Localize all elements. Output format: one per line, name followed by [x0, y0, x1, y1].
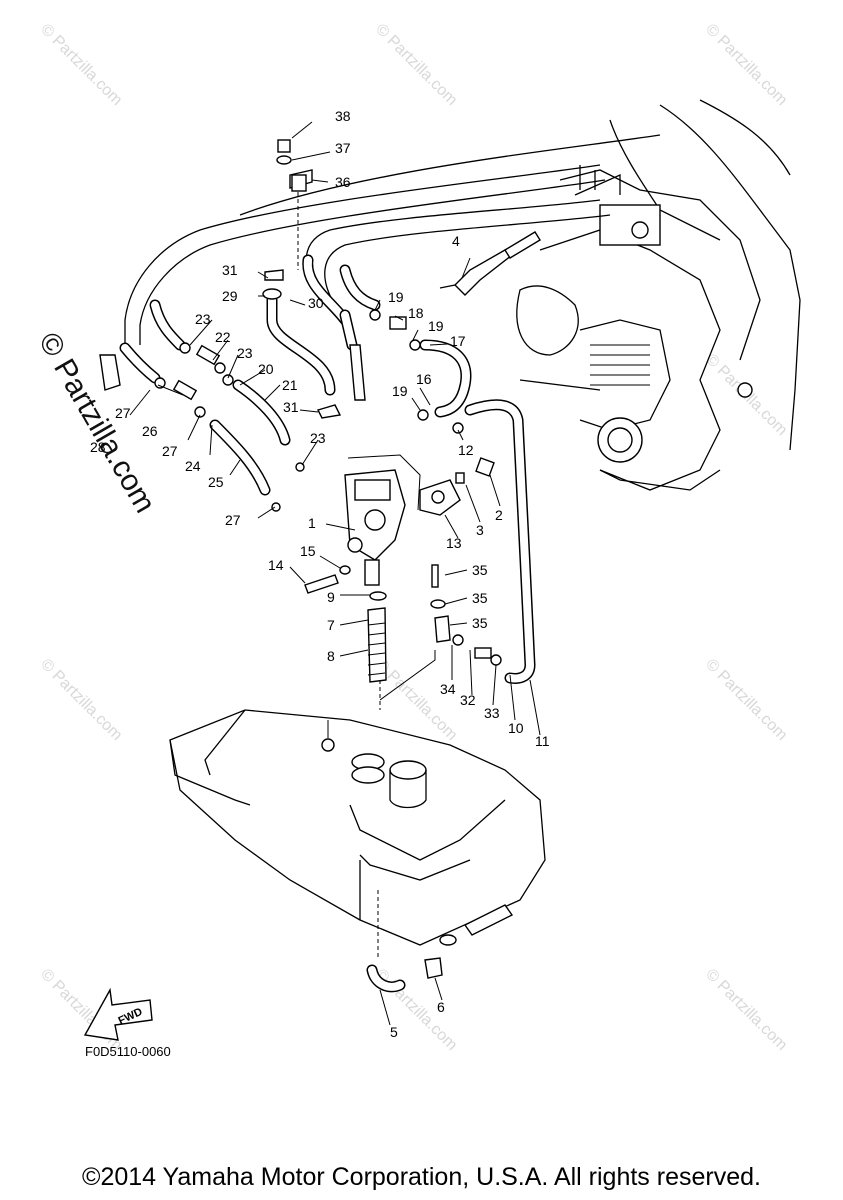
label-23: 23 — [195, 311, 211, 327]
fittings-32-35 — [430, 564, 502, 666]
label-26: 26 — [142, 423, 158, 439]
label-7: 7 — [327, 617, 335, 633]
label-23: 23 — [237, 345, 253, 361]
leader-lines — [129, 121, 541, 1026]
label-8: 8 — [327, 648, 335, 664]
label-29: 29 — [222, 288, 238, 304]
label-36: 36 — [335, 174, 351, 190]
label-27: 27 — [115, 405, 131, 421]
label-18: 18 — [408, 305, 424, 321]
engine-block — [516, 99, 801, 491]
watermark: © Partzilla.com — [702, 21, 790, 109]
label-11: 11 — [535, 733, 550, 749]
label-35: 33 — [484, 705, 500, 721]
label-19: 19 — [428, 318, 444, 334]
figure-code: F0D5110-0060 — [85, 1044, 171, 1059]
copyright-notice: ©2014 Yamaha Motor Corporation, U.S.A. A… — [82, 1163, 761, 1191]
label-22: 22 — [215, 329, 231, 345]
bolt-14 — [304, 574, 339, 594]
label-10: 10 — [508, 720, 524, 736]
label-24: 24 — [185, 458, 201, 474]
label-3: 3 — [476, 522, 484, 538]
label-28: 28 — [90, 439, 106, 455]
fuel-cock-1 — [344, 454, 421, 586]
label-23: 23 — [310, 430, 326, 446]
label-19: 19 — [388, 289, 404, 305]
label-13: 13 — [446, 535, 462, 551]
tank-neck-2 — [389, 760, 427, 780]
label-17: 17 — [450, 333, 466, 349]
label-27: 27 — [225, 512, 241, 528]
watermark: © Partzilla.com — [372, 21, 460, 109]
label-37: 38 — [335, 108, 351, 124]
label-19: 19 — [392, 383, 408, 399]
label-16: 16 — [416, 371, 432, 387]
cable-end-4 — [439, 231, 541, 296]
label-5: 5 — [390, 1024, 398, 1040]
fwd-arrow: FWD — [83, 987, 153, 1041]
label-4: 4 — [452, 233, 460, 249]
fitting-3 — [455, 472, 465, 484]
bracket-36 — [276, 139, 313, 270]
fuel-tank — [169, 709, 546, 993]
label-6: 6 — [437, 999, 445, 1015]
label-30: 30 — [308, 295, 324, 311]
clamp-28 — [99, 354, 121, 391]
fitting-2 — [475, 457, 495, 477]
label-9: 9 — [327, 589, 335, 605]
fittings — [99, 269, 464, 512]
label-34: 35 — [472, 562, 488, 578]
engine-bracket — [599, 204, 661, 246]
hose-tank — [463, 904, 514, 936]
watermark: © Partzilla.com — [37, 656, 125, 744]
label-27: 27 — [162, 443, 178, 459]
watermark: © Partzilla.com — [702, 966, 790, 1054]
label-35: 34 — [440, 681, 456, 697]
clamp-9 — [369, 591, 387, 601]
label-12: 12 — [458, 442, 474, 458]
label-33: 35 — [472, 615, 488, 631]
washer-15 — [339, 565, 351, 575]
label-38: 37 — [335, 140, 351, 156]
label-14: 14 — [268, 557, 284, 573]
watermark-group: © Partzilla.com © Partzilla.com © Partzi… — [37, 21, 790, 1054]
label-32: 32 — [460, 692, 476, 708]
watermark: © Partzilla.com — [702, 656, 790, 744]
part-labels: 38 37 36 4 31 29 30 19 18 19 17 23 22 23… — [90, 108, 550, 1040]
label-31: 31 — [222, 262, 238, 278]
label-2: 2 — [495, 507, 503, 523]
label-21: 21 — [282, 377, 298, 393]
left-hoses — [119, 254, 472, 496]
label-25: 25 — [208, 474, 224, 490]
label-20: 20 — [258, 361, 274, 377]
label-35: 35 — [472, 590, 488, 606]
label-1: 1 — [308, 515, 316, 531]
label-15: 15 — [300, 543, 316, 559]
watermark: © Partzilla.com — [37, 21, 125, 109]
label-31: 31 — [283, 399, 299, 415]
